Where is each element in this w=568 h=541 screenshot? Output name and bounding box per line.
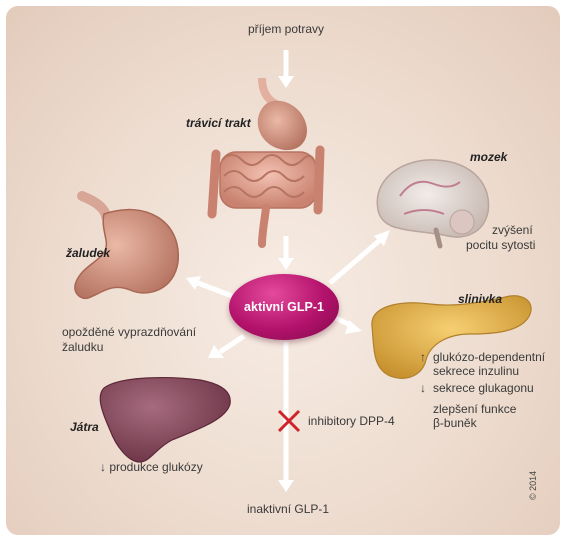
brain-illustration — [376, 159, 490, 249]
arrow-to-brain — [328, 230, 390, 285]
arrow-to-liver — [208, 333, 246, 358]
digestive-tract-illustration — [207, 77, 325, 248]
stomach-illustration — [74, 191, 179, 300]
arrow-to-pancreas — [334, 315, 362, 334]
pancreas-illustration — [371, 295, 532, 379]
pancreas-effect1-line2: sekrece inzulinu — [433, 364, 520, 378]
arrow-output — [278, 342, 294, 492]
stomach-effect-line2: žaludku — [62, 340, 104, 354]
arrow-gut-to-glp1 — [278, 236, 294, 270]
arrow-input — [278, 50, 294, 88]
pancreas-effect2-line1: sekrece glukagonu — [433, 381, 534, 395]
inhibitor-x-mark — [277, 409, 301, 433]
brain-effect-line1: zvýšení — [492, 223, 533, 237]
liver-title: Játra — [70, 420, 99, 434]
stomach-title: žaludek — [66, 246, 111, 260]
copyright-label: © 2014 — [528, 470, 538, 500]
liver-effect: ↓ produkce glukózy — [100, 460, 203, 474]
arrow-to-stomach — [186, 276, 233, 299]
pancreas-effect1-line1: glukózo-dependentní — [433, 350, 546, 364]
input-label: příjem potravy — [248, 22, 325, 36]
pancreas-effect1-arrow: ↑ — [420, 350, 426, 364]
active-glp1-hub: aktivní GLP-1 — [229, 274, 339, 340]
brain-effect-line2: pocitu sytosti — [466, 238, 536, 252]
pancreas-effect3-line2: β-buněk — [433, 416, 477, 430]
stomach-effect-line1: opožděné vyprazdňování — [62, 325, 197, 339]
pancreas-title: slinivka — [458, 292, 503, 306]
pancreas-effect3-line1: zlepšení funkce — [433, 402, 517, 416]
liver-illustration — [99, 377, 231, 463]
pancreas-effect2-arrow: ↓ — [420, 381, 426, 395]
output-label: inaktivní GLP-1 — [247, 502, 330, 516]
gut-title: trávicí trakt — [186, 116, 251, 130]
inhibitor-label: inhibitory DPP-4 — [308, 414, 395, 428]
brain-title: mozek — [470, 150, 508, 164]
